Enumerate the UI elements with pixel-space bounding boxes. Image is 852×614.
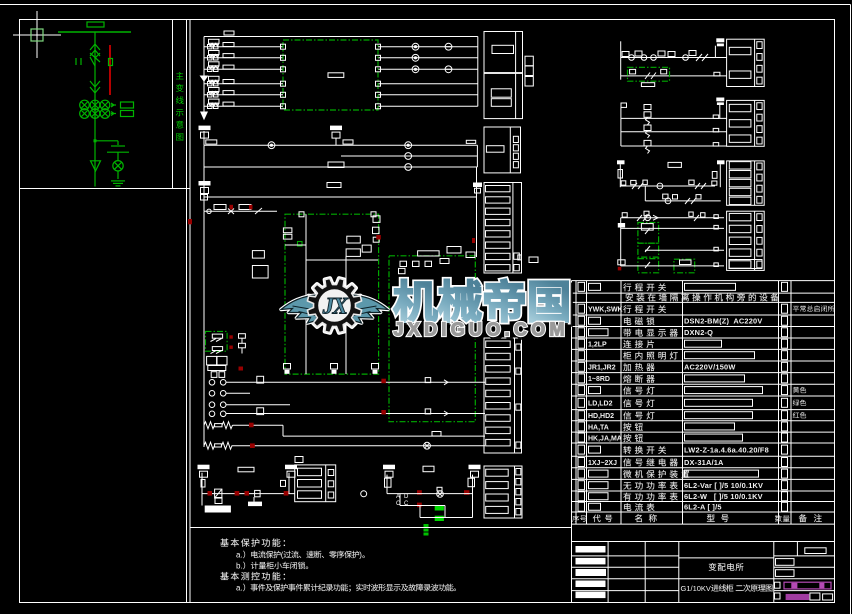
svg-text:JXDIGUO.COM: JXDIGUO.COM [394, 320, 569, 340]
svg-text:6L2-Var [ ]/5 10/0.1KV: 6L2-Var [ ]/5 10/0.1KV [684, 481, 763, 490]
svg-text:6L2-W [ ]/5 10/0.1KV: 6L2-W [ ]/5 10/0.1KV [684, 492, 763, 501]
svg-text:a.: a. [236, 584, 243, 593]
svg-text:(: ( [281, 551, 284, 560]
svg-text:A: A [396, 494, 400, 500]
svg-text:JXDIGUO.COM: JXDIGUO.COM [396, 322, 571, 342]
svg-text:D: D [404, 494, 409, 500]
svg-text:1~8RD: 1~8RD [588, 376, 610, 383]
svg-text:G1/10KV: G1/10KV [681, 584, 711, 593]
svg-text:a.: a. [236, 551, 243, 560]
svg-text:HA,TA: HA,TA [588, 424, 609, 431]
svg-text:JX: JX [322, 294, 349, 319]
svg-text:HK,JA,MA: HK,JA,MA [588, 435, 622, 442]
svg-text:): ) [359, 551, 362, 560]
svg-text:DSN2-BM(Z) AC220V: DSN2-BM(Z) AC220V [684, 317, 762, 326]
svg-text:DX-31A/1A: DX-31A/1A [684, 458, 724, 467]
svg-text:JXDIGUO.COM: JXDIGUO.COM [394, 320, 569, 340]
svg-text:LW2-Z-1a.4.6a.40.20/F8: LW2-Z-1a.4.6a.40.20/F8 [684, 445, 769, 454]
svg-text:YWK,SWK: YWK,SWK [588, 307, 623, 314]
svg-text:JR1,JR2: JR1,JR2 [588, 365, 616, 372]
svg-text:1XJ~2XJ: 1XJ~2XJ [588, 460, 617, 467]
svg-text:LD,LD2: LD,LD2 [588, 401, 613, 408]
svg-text:HD,HD2: HD,HD2 [588, 413, 614, 420]
svg-text:DXN2-Q: DXN2-Q [684, 328, 713, 337]
svg-text:1,2LP: 1,2LP [588, 342, 607, 349]
svg-text:AC220V/150W: AC220V/150W [684, 363, 736, 372]
svg-text:C: C [404, 501, 409, 507]
svg-text:b.: b. [236, 562, 243, 571]
svg-text:C: C [396, 501, 401, 507]
svg-text:6L2-A [ ]/5: 6L2-A [ ]/5 [684, 503, 722, 512]
